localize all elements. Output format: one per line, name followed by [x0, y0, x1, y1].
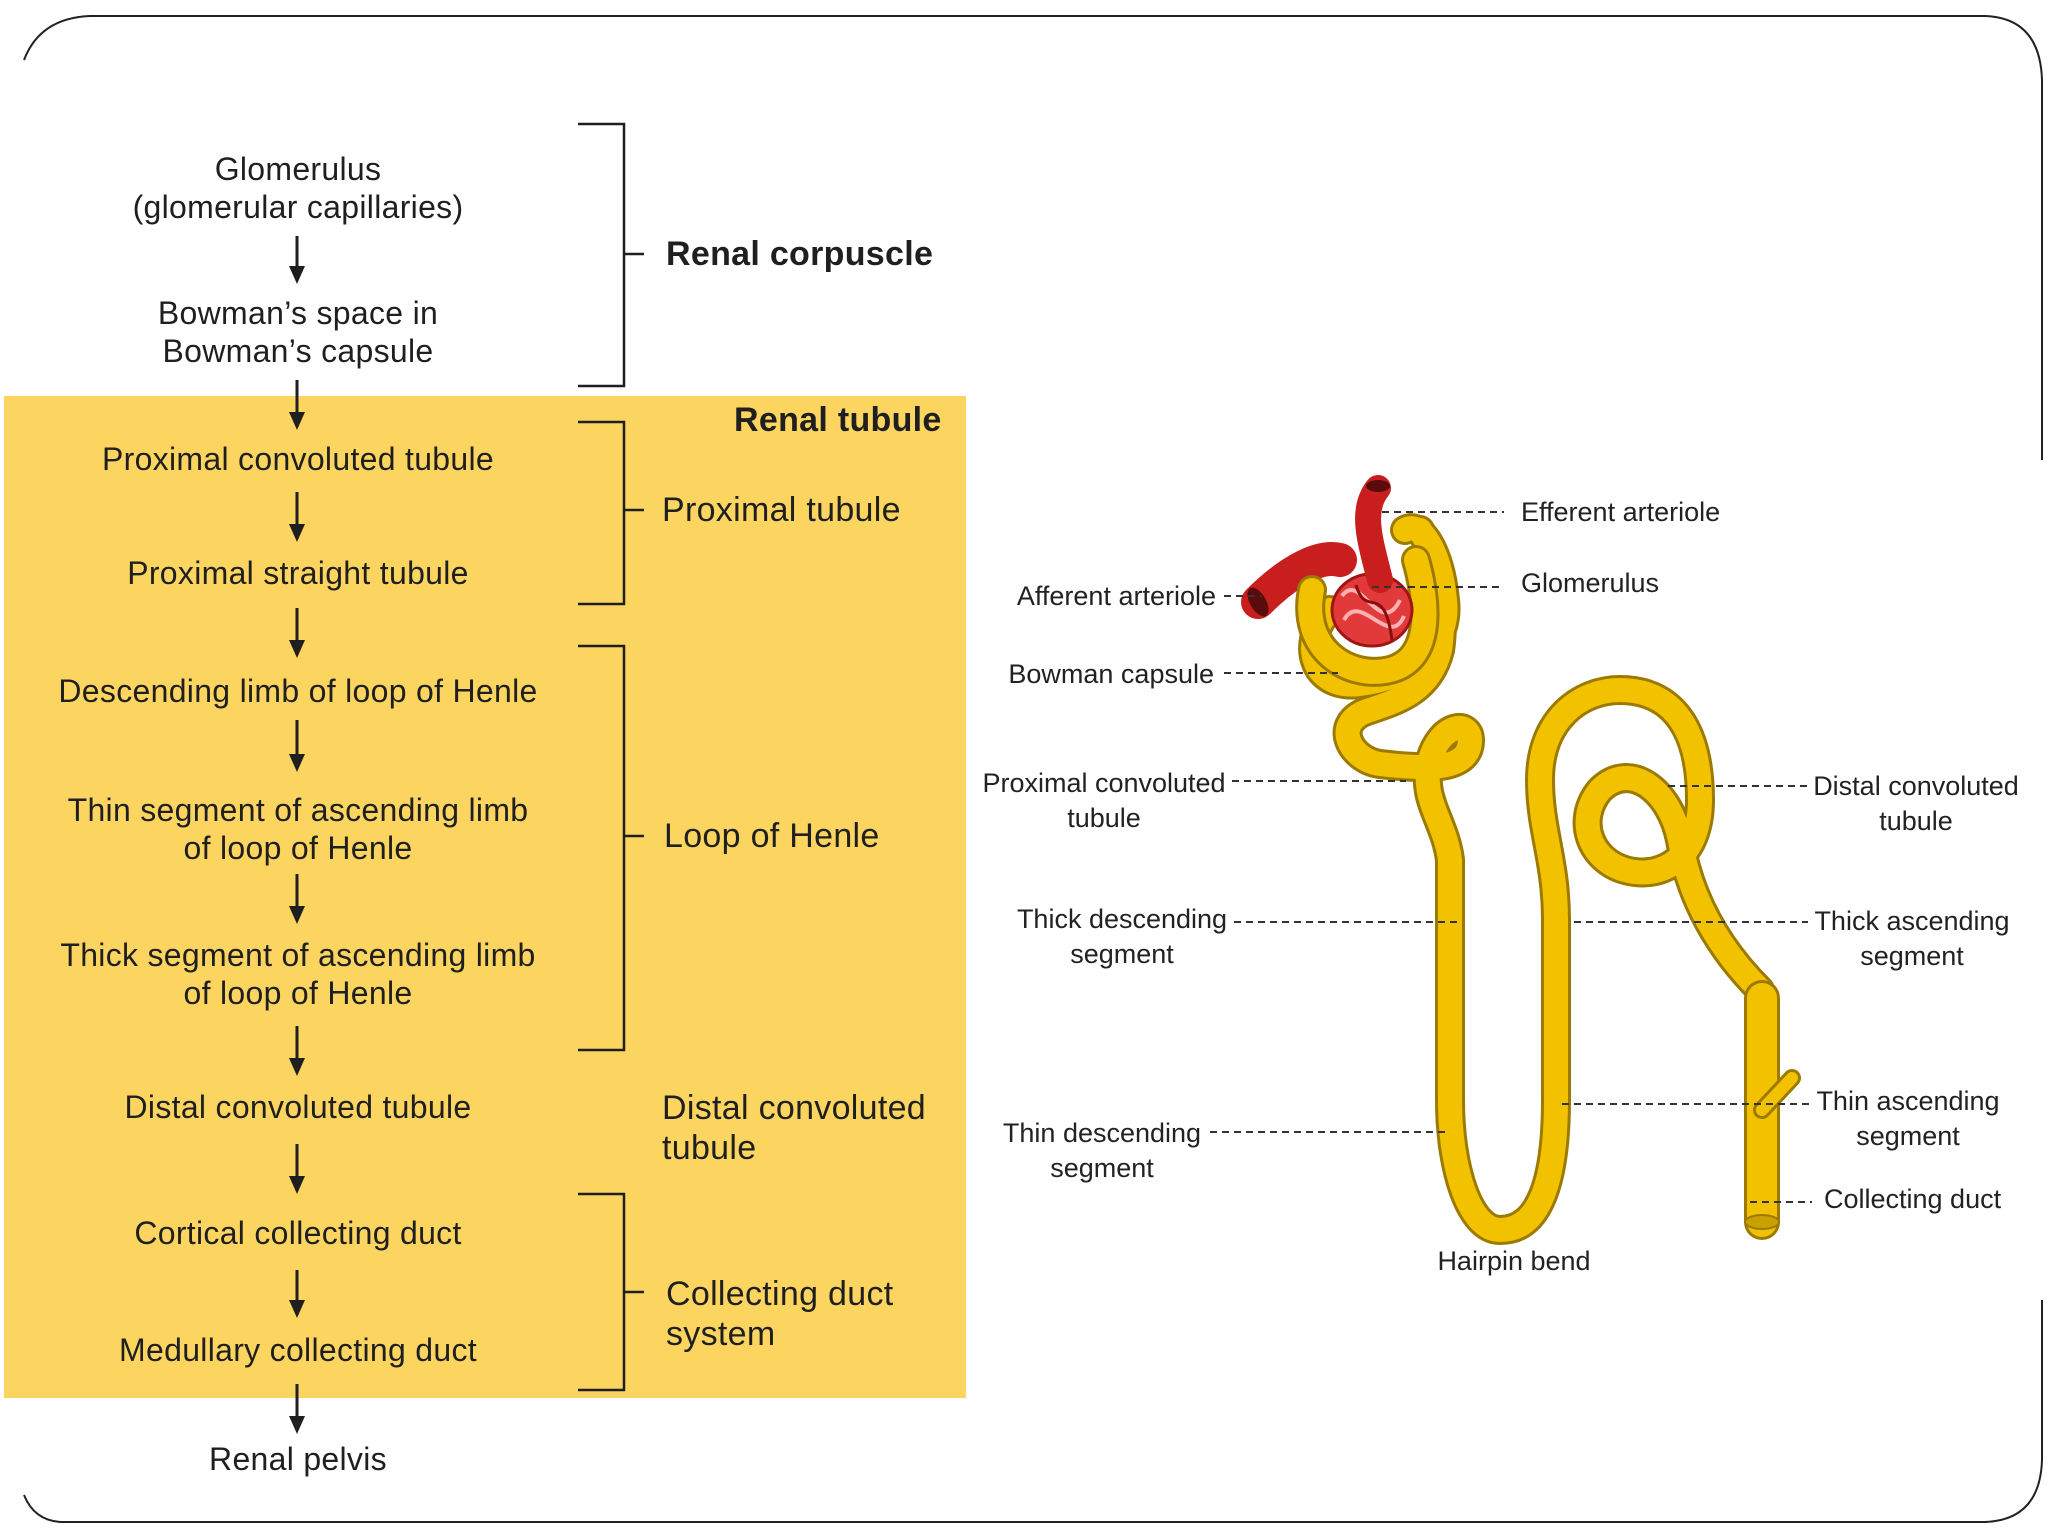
label-bowman-capsule: Bowman capsule	[1008, 659, 1214, 689]
arrow-down-icon	[289, 1026, 305, 1076]
label-thick-descending-line1: Thick descending	[1017, 904, 1227, 934]
flow-step-bowman-space: Bowman’s space in Bowman’s capsule	[157, 295, 439, 369]
group-label-collecting-duct-system: Collecting duct system	[666, 1275, 894, 1353]
label-thick-ascending-line2: segment	[1860, 941, 1964, 971]
flow-step-descending-limb: Descending limb of loop of Henle	[58, 673, 538, 709]
flow-arrows	[289, 236, 305, 1434]
arrow-down-icon	[289, 1384, 305, 1434]
flow-step-medullary-collecting: Medullary collecting duct	[119, 1332, 477, 1368]
flow-step-thin-ascending: Thin segment of ascending limb of loop o…	[67, 792, 529, 866]
renal-tubule-panel	[4, 396, 966, 1398]
label-collecting-duct: Collecting duct	[1824, 1184, 2002, 1214]
flow-step-proximal-convoluted: Proximal convoluted tubule	[101, 441, 495, 477]
label-pct-line1: Proximal convoluted	[982, 768, 1225, 798]
bracket-collecting-duct	[578, 1192, 644, 1392]
leader-lines	[1210, 511, 1812, 1203]
renal-tubule-shape	[1295, 513, 1801, 1245]
flow-step-proximal-straight: Proximal straight tubule	[127, 555, 469, 591]
label-thick-descending-line2: segment	[1070, 939, 1174, 969]
flow-step-distal-convoluted: Distal convoluted tubule	[124, 1089, 472, 1125]
label-efferent-arteriole: Efferent arteriole	[1521, 497, 1720, 527]
flow-step-cortical-collecting: Cortical collecting duct	[134, 1215, 462, 1251]
arrow-down-icon	[289, 492, 305, 542]
efferent-arteriole-vessel	[1355, 475, 1393, 593]
label-afferent-arteriole: Afferent arteriole	[1017, 581, 1216, 611]
group-label-renal-corpuscle: Renal corpuscle	[666, 235, 934, 273]
label-thin-descending-line2: segment	[1050, 1153, 1154, 1183]
group-label-distal-convoluted: Distal convoluted tubule	[662, 1089, 927, 1167]
flow-step-thick-ascending: Thick segment of ascending limb of loop …	[60, 937, 536, 1011]
label-dct-line1: Distal convoluted	[1813, 771, 2019, 801]
flow-step-glomerulus: Glomerulus (glomerular capillaries)	[132, 151, 464, 225]
label-pct-line2: tubule	[1067, 803, 1141, 833]
flow-step-renal-pelvis: Renal pelvis	[209, 1441, 387, 1477]
arrow-down-icon	[289, 1270, 305, 1318]
bracket-proximal-tubule	[578, 420, 644, 606]
label-hairpin-bend: Hairpin bend	[1437, 1246, 1590, 1276]
bracket-loop-of-henle	[578, 644, 644, 1052]
label-thick-ascending-line1: Thick ascending	[1814, 906, 2009, 936]
arrow-down-icon	[289, 380, 305, 430]
arrow-down-icon	[289, 1144, 305, 1194]
group-label-loop-of-henle: Loop of Henle	[664, 817, 880, 855]
label-thin-ascending-line2: segment	[1856, 1121, 1960, 1151]
group-label-proximal-tubule: Proximal tubule	[662, 491, 901, 529]
label-dct-line2: tubule	[1879, 806, 1953, 836]
label-thin-ascending-line1: Thin ascending	[1816, 1086, 1999, 1116]
label-thin-descending-line1: Thin descending	[1003, 1118, 1201, 1148]
afferent-arteriole-vessel	[1241, 542, 1357, 619]
arrow-down-icon	[289, 720, 305, 772]
bracket-renal-corpuscle	[578, 122, 644, 388]
arrow-down-icon	[289, 608, 305, 658]
group-label-renal-tubule: Renal tubule	[734, 401, 942, 439]
arrow-down-icon	[289, 236, 305, 284]
arrow-down-icon	[289, 874, 305, 924]
group-brackets	[578, 122, 644, 1392]
label-glomerulus: Glomerulus	[1521, 568, 1659, 598]
